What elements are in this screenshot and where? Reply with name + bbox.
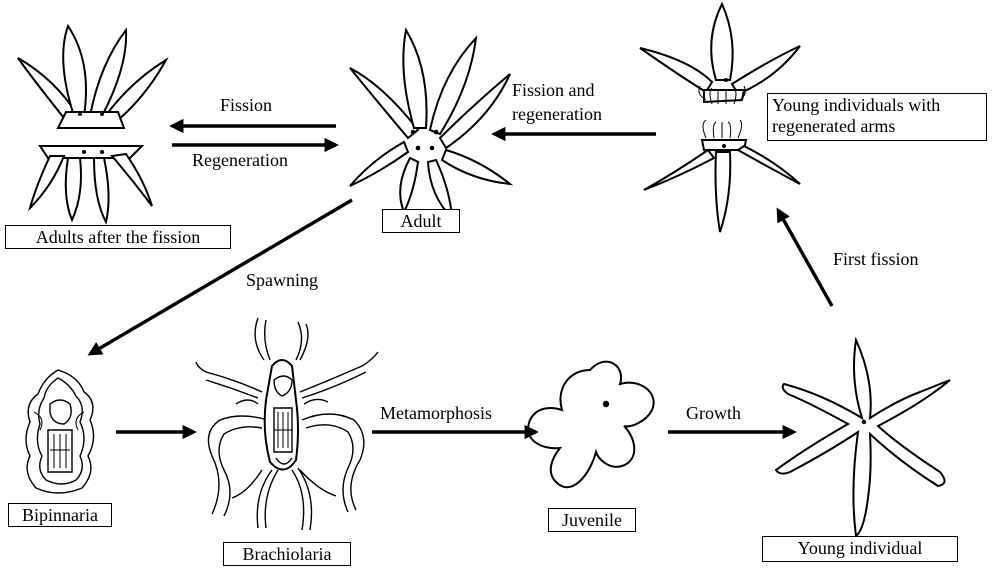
box-brachiolaria: Brachiolaria	[223, 542, 351, 566]
label-spawning: Spawning	[246, 270, 318, 290]
label-regeneration: Regeneration	[192, 150, 288, 170]
box-bipinnaria: Bipinnaria	[8, 503, 112, 527]
label-metamorphosis: Metamorphosis	[380, 403, 492, 423]
young-individual-starfish	[774, 336, 951, 538]
arrows	[87, 118, 834, 440]
box-adults-after-fission: Adults after the fission	[5, 225, 231, 249]
fissioned-adult-top-half	[17, 23, 169, 129]
brachiolaria-larva	[195, 317, 379, 531]
young-with-regenerated-arms-upper	[639, 1, 801, 105]
adult-starfish	[349, 27, 514, 221]
box-adult: Adult	[382, 209, 460, 233]
young-with-regenerated-arms-lower	[643, 119, 801, 233]
label-growth: Growth	[686, 403, 741, 423]
label-fission-and-regeneration-line2: regeneration	[512, 104, 602, 124]
bipinnaria-larva	[25, 369, 95, 494]
juvenile-starfish	[527, 360, 655, 489]
label-first-fission: First fission	[833, 249, 919, 269]
label-fission: Fission	[220, 95, 273, 115]
box-juvenile: Juvenile	[548, 508, 636, 532]
fissioned-adult-bottom-half	[28, 145, 153, 225]
box-young-individual: Young individual	[762, 536, 958, 562]
young-regenerated-line2: regenerated arms	[772, 116, 896, 136]
box-young-with-regenerated-arms: Young individuals with regenerated arms	[767, 93, 987, 141]
young-regenerated-line1: Young individuals with	[772, 95, 941, 115]
first-fission-arrow	[776, 207, 834, 307]
label-fission-and-regeneration-line1: Fission and	[512, 80, 595, 100]
spawning-arrow	[87, 198, 353, 356]
